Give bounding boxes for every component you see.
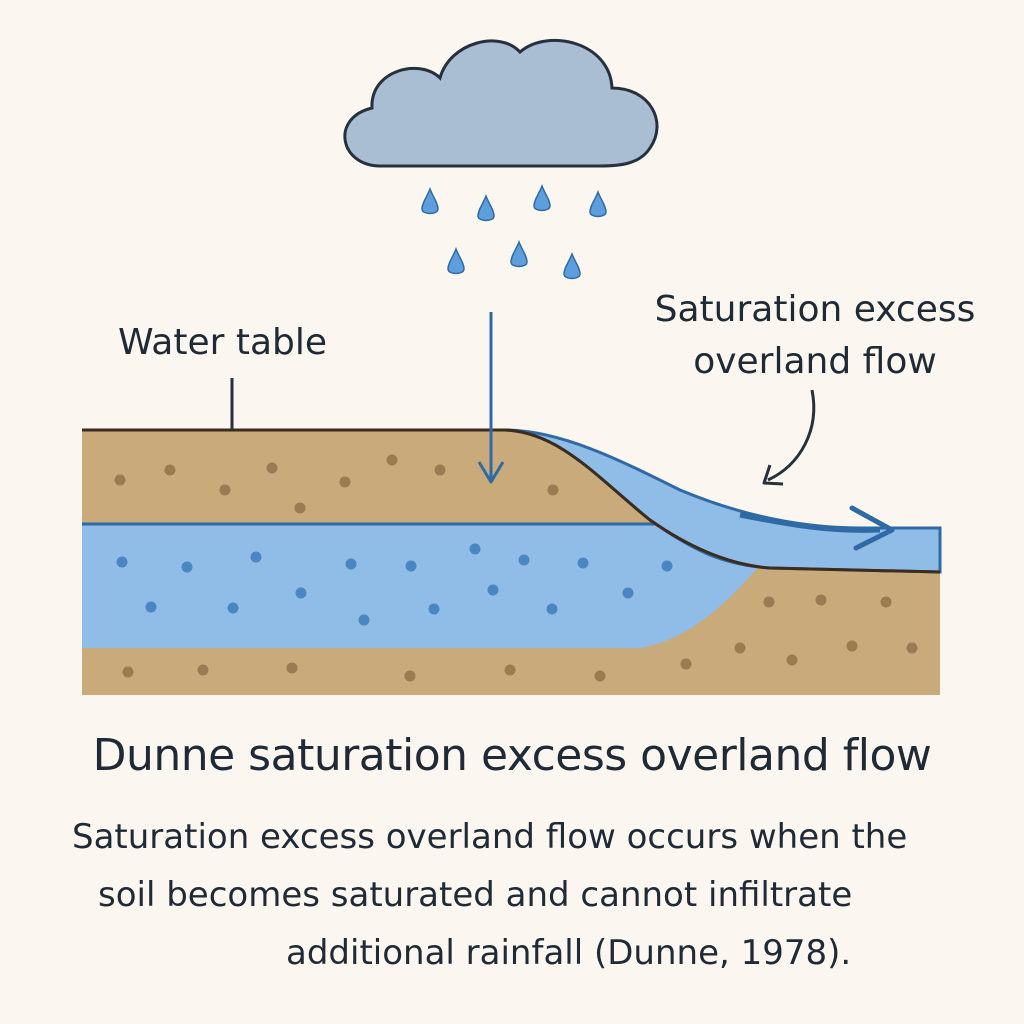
- water-dot: [661, 560, 673, 572]
- rain-cloud-icon: [343, 38, 659, 168]
- soil-dot: [266, 462, 278, 474]
- water-dot: [546, 603, 558, 615]
- soil-dot: [815, 594, 827, 606]
- water-dot: [487, 584, 499, 596]
- caption-line-3: additional rainfall (Dunne, 1978).: [286, 933, 852, 973]
- water-particles: [116, 543, 673, 626]
- diagram-title: Dunne saturation excess overland flow: [92, 730, 932, 781]
- soil-dot: [906, 642, 918, 654]
- soil-dot: [547, 484, 559, 496]
- ground-surface: [82, 428, 941, 574]
- soil-dot: [114, 474, 126, 486]
- water-dot: [145, 601, 157, 613]
- water-dot: [469, 543, 481, 555]
- raindrop-icon: [510, 239, 528, 268]
- raindrops: [421, 183, 607, 280]
- soil-dot: [880, 596, 892, 608]
- soil-dot: [734, 642, 746, 654]
- soil-dot: [219, 484, 231, 496]
- soil-dot: [594, 670, 606, 682]
- soil-dot: [434, 464, 446, 476]
- soil-dot: [386, 454, 398, 466]
- soil-dot: [294, 502, 306, 514]
- overland-flow-leader: [762, 389, 816, 486]
- overland-flow-label-line1: Saturation excess: [654, 289, 976, 330]
- caption-line-2: soil becomes saturated and cannot infilt…: [98, 875, 853, 915]
- water-dot: [405, 560, 417, 572]
- soil-dot: [122, 666, 134, 678]
- water-dot: [345, 558, 357, 570]
- soil-dot: [763, 596, 775, 608]
- soil-dot: [846, 640, 858, 652]
- soil-dot: [339, 476, 351, 488]
- soil-dot: [504, 664, 516, 676]
- water-dot: [428, 603, 440, 615]
- soil-dot: [786, 654, 798, 666]
- raindrop-icon: [533, 183, 551, 212]
- water-dot: [227, 602, 239, 614]
- raindrop-icon: [447, 246, 465, 275]
- flow-arrow-icon: [739, 505, 895, 551]
- soil-dot: [680, 658, 692, 670]
- soil-dot: [164, 464, 176, 476]
- overland-flow-label-line2: overland flow: [693, 341, 937, 382]
- diagram-caption: Saturation excess overland flow occurs w…: [60, 808, 980, 982]
- water-dot: [622, 587, 634, 599]
- caption-line-1: Saturation excess overland flow occurs w…: [72, 817, 908, 857]
- water-dot: [518, 554, 530, 566]
- overland-flow-label: Saturation excess overland flow: [640, 284, 990, 388]
- soil-particles: [114, 454, 918, 682]
- dunne-diagram: [82, 38, 942, 695]
- water-dot: [250, 551, 262, 563]
- water-dot: [358, 614, 370, 626]
- soil-dot: [197, 664, 209, 676]
- saturated-zone: [82, 524, 760, 648]
- infiltration-arrow-icon: [477, 312, 505, 484]
- water-table-label: Water table: [118, 322, 328, 363]
- raindrop-icon: [563, 251, 581, 280]
- water-dot: [577, 557, 589, 569]
- water-dot: [181, 561, 193, 573]
- raindrop-icon: [477, 193, 495, 222]
- soil-dot: [404, 670, 416, 682]
- water-dot: [116, 556, 128, 568]
- raindrop-icon: [589, 189, 607, 218]
- water-dot: [295, 587, 307, 599]
- soil-dot: [286, 662, 298, 674]
- raindrop-icon: [421, 186, 439, 215]
